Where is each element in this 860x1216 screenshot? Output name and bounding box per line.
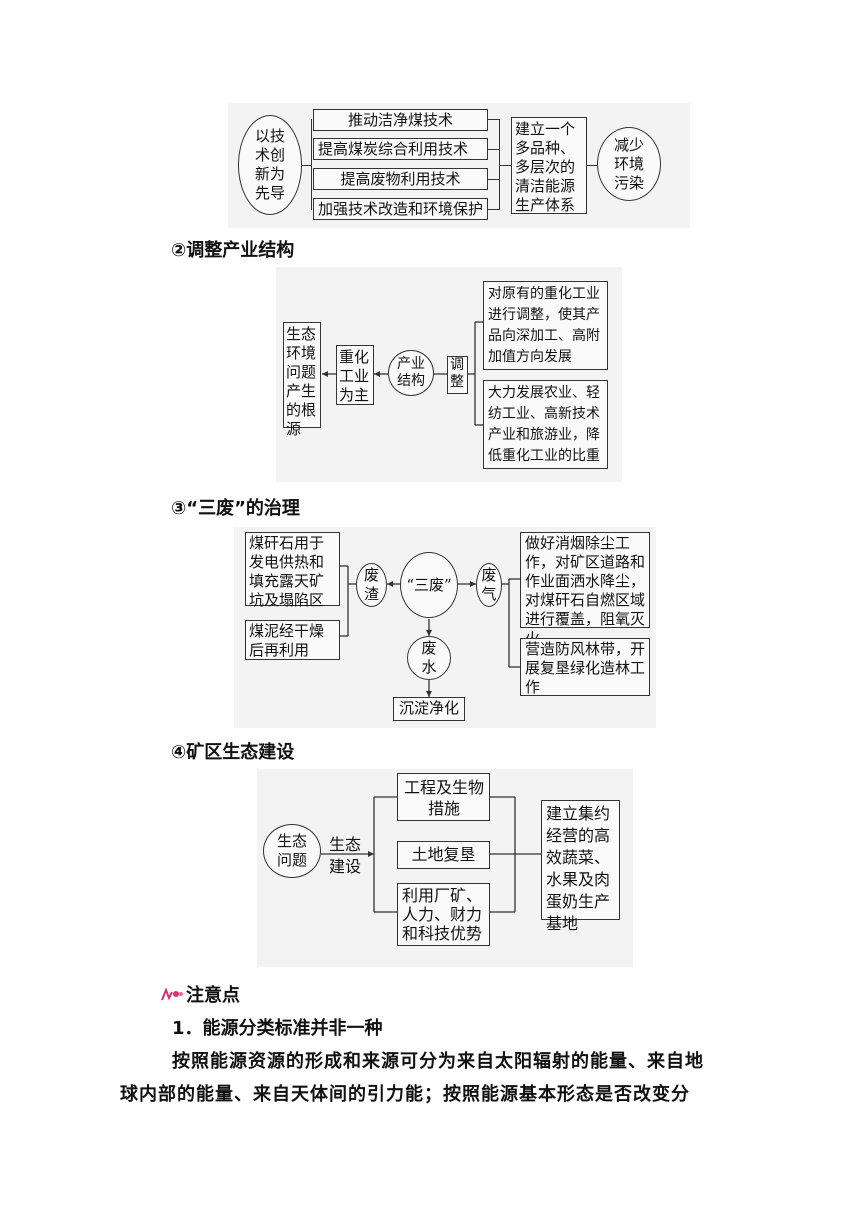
d1-item-3: 提高废物利用技术 xyxy=(313,168,488,190)
notes-icon xyxy=(160,986,184,1002)
d4-item-1: 工程及生物措施 xyxy=(397,773,490,821)
d1-to-middle xyxy=(500,165,511,167)
d3-purify-box: 沉淀净化 xyxy=(393,697,465,721)
d4-item-3: 利用厂矿、人力、财力和科技优势 xyxy=(397,883,490,946)
d2-item-1: 对原有的重化工业进行调整，使其产品向深加工、高附加值方向发展 xyxy=(483,281,608,370)
d4-result-box: 建立集约经营的高效蔬菜、水果及肉蛋奶生产基地 xyxy=(541,800,620,933)
section-title-mine-ecology: ④矿区生态建设 xyxy=(171,742,295,763)
d2-root-box: 生态环境问题产生的根源 xyxy=(283,322,321,438)
d2-adjust-box: 调整 xyxy=(447,356,468,394)
point1-text-line2: 球内部的能量、来自天体间的引力能；按照能源基本形态是否改变分 xyxy=(120,1084,690,1105)
d3-three-wastes-circle: “三废” xyxy=(400,552,458,618)
d4-problem-circle: 生态问题 xyxy=(263,824,321,878)
d4-item-2: 土地复垦 xyxy=(397,841,490,869)
notes-header: 注意点 xyxy=(160,981,240,1007)
d1-to-right xyxy=(587,165,598,167)
d1-item-2: 提高煤炭综合利用技术 xyxy=(313,138,488,160)
d3-slag-circle: 废渣 xyxy=(356,563,387,607)
d1-middle-box: 建立一个多品种、多层次的清洁能源生产体系 xyxy=(511,117,587,214)
d4-build-label: 生态建设 xyxy=(329,835,362,876)
d3-slag-use-2: 煤泥经干燥后再利用 xyxy=(245,620,340,660)
d1-connector xyxy=(302,165,312,167)
d3-slag-use-1: 煤矸石用于发电供热和填充露天矿坑及塌陷区 xyxy=(245,532,340,609)
d1-stub-4 xyxy=(488,209,500,211)
d1-bracket-left xyxy=(311,119,313,210)
d2-industry-circle: 产业结构 xyxy=(388,350,434,396)
d1-item-1: 推动洁净煤技术 xyxy=(313,109,488,131)
section-title-three-wastes: ③“三废”的治理 xyxy=(171,498,300,519)
point1-title: 1．能源分类标准并非一种 xyxy=(172,1018,383,1039)
tech-innovation-circle: 以技术创新为先导 xyxy=(238,115,302,215)
d3-gas-use-2: 营造防风林带，开展复垦绿化造林工作 xyxy=(520,638,650,696)
d3-gas-circle: 废气 xyxy=(476,563,502,607)
section-title-adjust-industry: ②调整产业结构 xyxy=(171,240,295,261)
d1-item-4: 加强技术改造和环境保护 xyxy=(313,198,488,220)
d1-stub-1 xyxy=(488,119,500,121)
reduce-pollution-circle: 减少环境污染 xyxy=(597,127,661,201)
d2-heavy-box: 重化工业为主 xyxy=(336,345,374,405)
d3-water-circle: 废水 xyxy=(407,636,451,680)
d1-stub-2 xyxy=(488,149,500,151)
d1-bracket-right xyxy=(499,119,501,210)
d3-gas-use-1: 做好消烟除尘工作，对矿区道路和作业面洒水降尘，对煤矸石自燃区域进行覆盖，阻氧灭火 xyxy=(520,532,650,647)
point1-text-line1: 按照能源资源的形成和来源可分为来自太阳辐射的能量、来自地 xyxy=(172,1051,704,1072)
d1-stub-3 xyxy=(488,179,500,181)
d2-item-2: 大力发展农业、轻纺工业、高新技术产业和旅游业，降低重化工业的比重 xyxy=(483,380,608,469)
